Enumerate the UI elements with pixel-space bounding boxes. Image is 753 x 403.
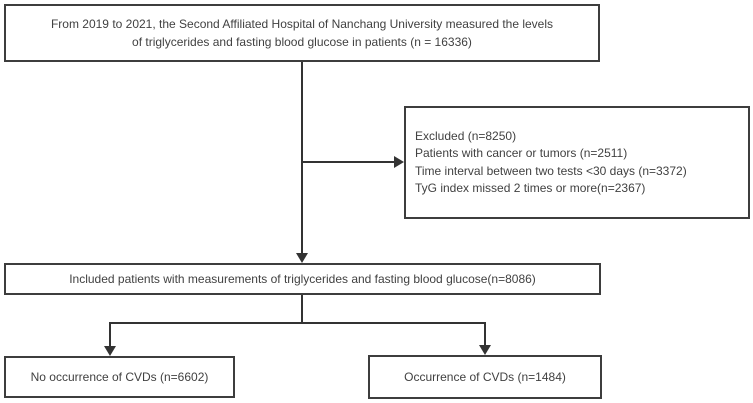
- flowchart-box-cvd-outcome: Occurrence of CVDs (n=1484): [368, 355, 602, 399]
- arrowhead-down-to-cvd-icon: [479, 345, 491, 355]
- flowchart-box-excluded: Excluded (n=8250) Patients with cancer o…: [404, 106, 750, 219]
- connector-source-to-included-line: [301, 62, 303, 254]
- connector-split-horizontal-line: [109, 322, 486, 324]
- connector-included-to-split-line: [301, 295, 303, 324]
- no-cvd-text: No occurrence of CVDs (n=6602): [30, 370, 209, 384]
- included-text: Included patients with measurements of t…: [69, 272, 536, 286]
- flowchart-box-source-population: From 2019 to 2021, the Second Affiliated…: [4, 4, 600, 62]
- arrowhead-down-to-no-cvd-icon: [104, 346, 116, 356]
- flowchart-box-no-cvd-outcome: No occurrence of CVDs (n=6602): [4, 356, 235, 398]
- connector-split-to-cvd-line: [484, 322, 486, 346]
- cvd-text: Occurrence of CVDs (n=1484): [404, 370, 566, 384]
- connector-split-to-no-cvd-line: [109, 322, 111, 346]
- arrowhead-right-to-excluded-icon: [394, 156, 404, 168]
- excluded-cancer-line: Patients with cancer or tumors (n=2511): [415, 146, 628, 161]
- flowchart-box-included: Included patients with measurements of t…: [4, 263, 601, 295]
- excluded-total-line: Excluded (n=8250): [415, 129, 517, 144]
- connector-branch-to-excluded-line: [302, 161, 394, 163]
- source-population-line-2: of triglycerides and fasting blood gluco…: [132, 35, 472, 49]
- source-population-line-1: From 2019 to 2021, the Second Affiliated…: [50, 17, 554, 31]
- arrowhead-down-to-included-icon: [296, 253, 308, 263]
- excluded-tyg-missed-line: TyG index missed 2 times or more(n=2367): [415, 180, 646, 195]
- excluded-time-interval-line: Time interval between two tests <30 days…: [415, 163, 687, 178]
